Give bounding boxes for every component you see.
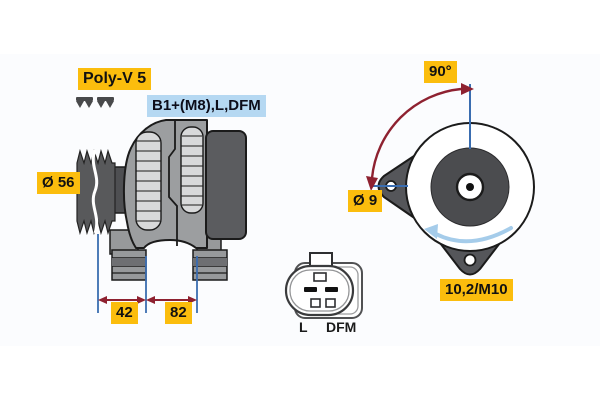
rear-cover bbox=[205, 130, 247, 240]
dimension-arrow-42 bbox=[98, 296, 146, 304]
connector-keyway-bottom-right bbox=[325, 298, 336, 308]
terminal-config-label: B1+(M8),L,DFM bbox=[147, 95, 266, 117]
angle-arrow-icon bbox=[366, 83, 474, 191]
belt-type-label: Poly-V 5 bbox=[78, 68, 152, 90]
mounting-hole-label: 10,2/M10 bbox=[440, 279, 513, 301]
cooling-fins bbox=[135, 126, 204, 231]
swing-angle-label: 90° bbox=[424, 61, 457, 83]
connector-view bbox=[284, 252, 363, 319]
connector-body-inner-line bbox=[289, 269, 350, 312]
left-foot bbox=[111, 249, 147, 281]
dimension-lines bbox=[97, 234, 198, 313]
side-view bbox=[76, 97, 247, 313]
mounting-feet bbox=[109, 229, 228, 281]
right-foot bbox=[192, 249, 228, 281]
lug-hole-diameter-label: Ø 9 bbox=[348, 190, 383, 212]
bottom-ear-hole bbox=[463, 253, 477, 267]
dimension-42-label: 42 bbox=[111, 302, 138, 324]
poly-v-belt-icon bbox=[97, 97, 114, 108]
front-view bbox=[366, 83, 535, 276]
pulley-break-line bbox=[91, 149, 99, 234]
connector-pin-dfm-label: DFM bbox=[326, 319, 357, 335]
connector-body bbox=[284, 264, 355, 317]
pulley-diameter-label: Ø 56 bbox=[37, 172, 80, 194]
connector-keyway-bottom-left bbox=[310, 298, 321, 308]
connector-top-tab bbox=[309, 252, 333, 267]
rotation-arrow-icon bbox=[424, 224, 513, 244]
poly-v-belt-icon bbox=[76, 97, 93, 108]
connector-pin-dfm bbox=[325, 287, 338, 292]
connector-pin-l bbox=[304, 287, 317, 292]
housing-seam bbox=[168, 121, 178, 246]
connector-pin-l-label: L bbox=[299, 319, 308, 335]
shaft-center-dot bbox=[466, 183, 474, 191]
connector-keyway-top bbox=[313, 272, 327, 282]
dimension-82-label: 82 bbox=[165, 302, 192, 324]
